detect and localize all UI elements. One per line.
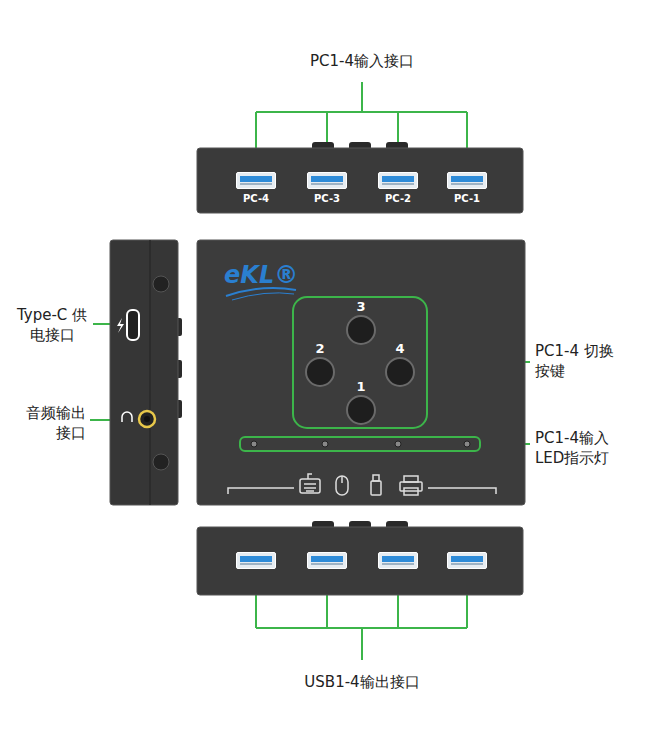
shape bbox=[251, 441, 257, 447]
shape bbox=[306, 316, 414, 424]
shape bbox=[395, 441, 401, 447]
shape bbox=[228, 474, 496, 495]
shape bbox=[293, 297, 427, 428]
button-number: 2 bbox=[310, 341, 330, 358]
shape bbox=[379, 553, 418, 569]
shape bbox=[341, 476, 343, 483]
shape bbox=[347, 316, 375, 344]
shape bbox=[404, 476, 418, 482]
port-label: PC-1 bbox=[447, 192, 487, 205]
shape bbox=[110, 240, 178, 505]
shape bbox=[127, 310, 139, 340]
shape bbox=[336, 476, 348, 495]
shape bbox=[379, 173, 418, 189]
shape bbox=[256, 82, 467, 148]
button-number: 4 bbox=[390, 341, 410, 358]
shape bbox=[153, 276, 169, 292]
part-label: Type-C 供电接口 bbox=[14, 306, 90, 345]
button-number: 1 bbox=[351, 379, 371, 396]
front-panel bbox=[197, 521, 523, 595]
shape bbox=[228, 488, 294, 494]
shape bbox=[308, 474, 312, 479]
shape bbox=[226, 288, 296, 296]
shape bbox=[347, 396, 375, 424]
shape bbox=[139, 411, 155, 427]
shape bbox=[240, 437, 480, 451]
shape bbox=[464, 441, 470, 447]
part-label: 音频输出 接口 bbox=[10, 404, 86, 443]
port-label: PC-2 bbox=[378, 192, 418, 205]
shape bbox=[300, 479, 320, 493]
shape bbox=[232, 293, 294, 300]
shape bbox=[448, 553, 487, 569]
side-panel bbox=[110, 240, 182, 505]
shape bbox=[251, 441, 470, 447]
part-label: PC1-4 切换按键 bbox=[535, 342, 625, 381]
shape bbox=[149, 240, 151, 505]
shape bbox=[144, 416, 150, 422]
rear-panel bbox=[197, 142, 523, 213]
shape bbox=[237, 553, 276, 569]
shape bbox=[428, 488, 496, 494]
port-label: PC-4 bbox=[236, 192, 276, 205]
button-number: 3 bbox=[351, 299, 371, 316]
shape bbox=[237, 173, 276, 189]
group-label: PC1-4输入接口 bbox=[262, 52, 462, 72]
shape bbox=[304, 484, 316, 491]
brand-logo: eKL® bbox=[224, 260, 314, 291]
shape bbox=[122, 412, 132, 422]
shape bbox=[371, 481, 381, 495]
shape bbox=[197, 527, 523, 595]
shape bbox=[197, 240, 525, 505]
shape bbox=[373, 475, 379, 481]
shape bbox=[404, 488, 418, 495]
shape bbox=[117, 318, 124, 333]
shape bbox=[306, 358, 334, 386]
shape bbox=[256, 595, 467, 660]
shape bbox=[308, 553, 347, 569]
group-label: USB1-4输出接口 bbox=[252, 673, 472, 693]
shape bbox=[386, 358, 414, 386]
top-face bbox=[197, 240, 525, 505]
port-label: PC-3 bbox=[307, 192, 347, 205]
shape bbox=[197, 148, 523, 213]
shape bbox=[308, 173, 347, 189]
part-label: PC1-4输入 LED指示灯 bbox=[535, 429, 635, 468]
shape bbox=[322, 441, 328, 447]
leader-line bbox=[90, 82, 530, 660]
shape bbox=[153, 454, 169, 470]
shape bbox=[448, 173, 487, 189]
